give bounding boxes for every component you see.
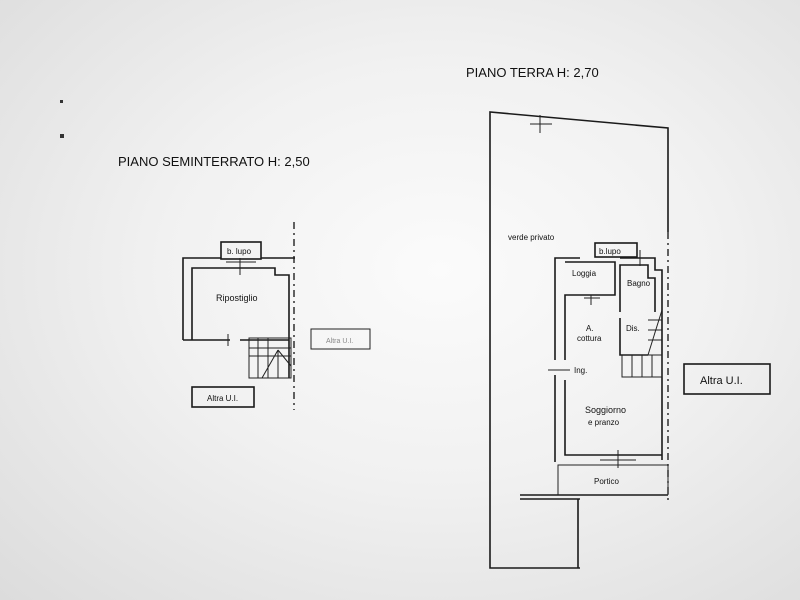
cucina-label-1: A. [586,324,594,333]
basement-plan: b. lupo Ripostiglio Altra U.I. Altra U.I… [182,222,371,410]
ripostiglio-label: Ripostiglio [216,293,258,303]
speck [60,100,63,103]
basement-stairs [248,337,292,379]
bocca-lupo-box [594,242,638,258]
loggia-label: Loggia [572,269,597,278]
soggiorno-label-1: Soggiorno [585,405,626,415]
bocca-lupo-label: b.lupo [599,247,621,256]
ground-stairs [621,309,663,378]
basement-title: PIANO SEMINTERRATO H: 2,50 [118,154,310,169]
ground-plan: verde privato b.lupo Loggia Bagno Dis. A… [489,111,771,569]
verde-privato-label: verde privato [508,233,555,242]
portico-label: Portico [594,477,619,486]
other-unit-box-faded [310,328,371,350]
speck [60,134,64,138]
other-unit-label: Altra U.I. [700,375,743,387]
other-unit-label-faded: Altra U.I. [326,338,353,345]
dis-label: Dis. [626,324,640,333]
bagno-label: Bagno [627,279,651,288]
other-unit-label: Altra U.I. [207,394,238,403]
ingresso-label: Ing. [574,366,587,375]
cucina-label-2: cottura [577,334,602,343]
bocca-lupo-box [220,241,262,260]
soggiorno-label-2: e pranzo [588,418,620,427]
other-unit-box [191,386,255,408]
bocca-lupo-label: b. lupo [227,247,252,256]
other-unit-box [683,363,771,395]
ground-title: PIANO TERRA H: 2,70 [466,65,599,80]
